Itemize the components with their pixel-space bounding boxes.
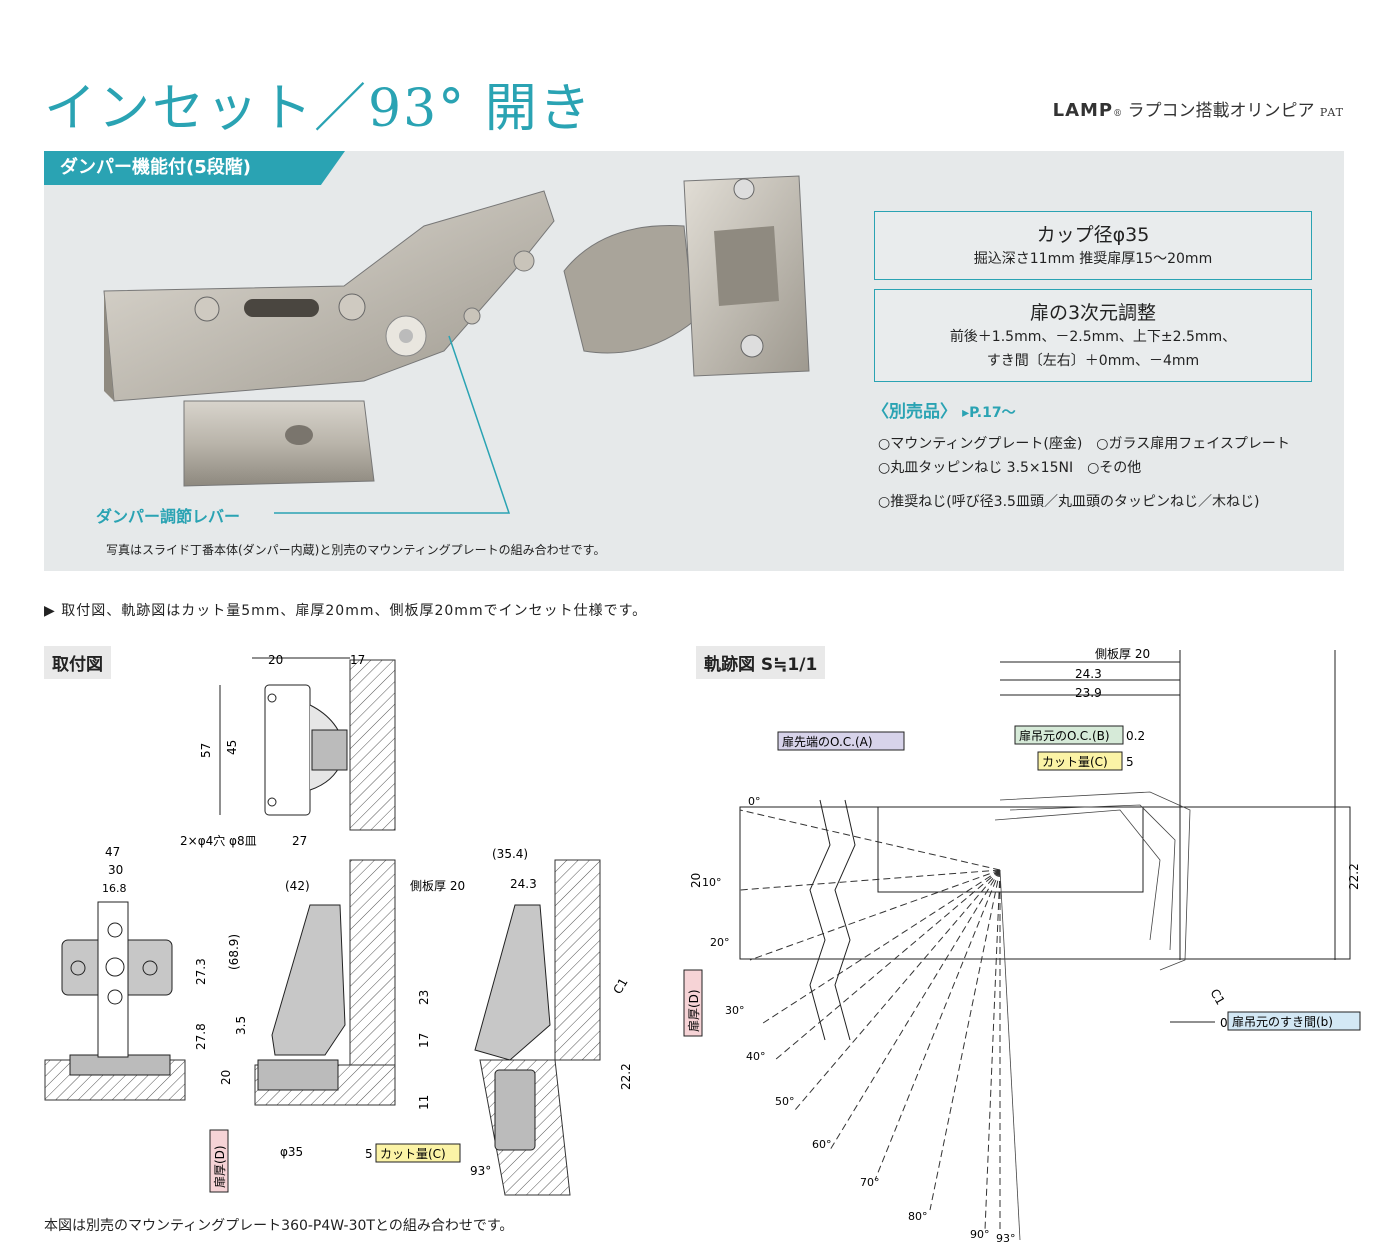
cut-label: カット量(C) — [380, 1147, 446, 1161]
angle-10: 10° — [702, 876, 722, 889]
dim-5: 5 — [365, 1147, 373, 1161]
angle-50: 50° — [775, 1095, 795, 1108]
dim-3-5: 3.5 — [234, 1016, 248, 1035]
dim-17: 17 — [350, 653, 365, 667]
trajectory-section-title: 軌跡図 S≒1/1 — [696, 646, 826, 679]
dim-16-8: 16.8 — [102, 882, 127, 895]
product-hero: ダンパー機能付(5段階) カップ径φ35 掘込深さ11mm 推奨扉厚15〜20m… — [44, 151, 1344, 571]
brand-text: ラプコン搭載オリンピア — [1127, 101, 1315, 121]
page-title: インセット／93° 開き — [44, 79, 593, 139]
spec-note: ▶ 取付図、軌跡図はカット量5mm、扉厚20mm、側板厚20mmでインセット仕様… — [44, 603, 648, 619]
gap-label: 扉吊元のすき間(b) — [1232, 1015, 1333, 1029]
dim-c1: C1 — [610, 976, 630, 997]
dim-27-8: 27.8 — [194, 1023, 208, 1050]
spec-adjust-line2: すき間〔左右〕＋0mm、－4mm — [986, 353, 1200, 369]
brand-line: LAMP® ラプコン搭載オリンピア PAT — [1052, 100, 1344, 121]
angle-80: 80° — [908, 1210, 928, 1223]
oc-a-label: 扉先端のO.C.(A) — [782, 735, 873, 749]
traj-door-label: 扉厚(D) — [687, 989, 701, 1032]
separate-label: 〈別売品〉 — [872, 402, 957, 422]
gap-value: 0 — [1220, 1016, 1228, 1030]
option-line-3: ○推奨ねじ(呼び径3.5皿頭／丸皿頭のタッピンねじ／木ねじ) — [878, 494, 1260, 510]
angle-70: 70° — [860, 1176, 880, 1189]
traj-c1: C1 — [1207, 987, 1227, 1008]
angle-60: 60° — [812, 1138, 832, 1151]
dim-57: 57 — [199, 743, 213, 758]
door-label: 扉厚(D) — [213, 1145, 227, 1188]
angle-0: 0° — [748, 795, 761, 808]
dim-93: 93° — [470, 1164, 491, 1178]
dim-24-3: 24.3 — [510, 877, 537, 891]
traj-cut-value: 5 — [1126, 755, 1134, 769]
dim-30: 30 — [108, 863, 123, 877]
damper-lever-label: ダンパー調節レバー — [96, 507, 241, 526]
separate-products: 〈別売品〉 ▸P.17〜 — [872, 397, 1016, 422]
traj-d20: 20 — [689, 873, 703, 888]
option-line-1: ○マウンティングプレート(座金) ○ガラス扉用フェイスプレート — [878, 436, 1290, 452]
spec-cup-heading: カップ径φ35 — [1036, 224, 1150, 246]
oc-b-value: 0.2 — [1126, 729, 1145, 743]
install-footnote: 本図は別売のマウンティングプレート360-P4W-30Tとの組み合わせです。 — [44, 1218, 514, 1234]
dim-47: 47 — [105, 845, 120, 859]
dim-27-3: 27.3 — [194, 958, 208, 985]
dim-45: 45 — [225, 740, 239, 755]
traj-23-9: 23.9 — [1075, 686, 1102, 700]
dim-20b: 20 — [219, 1070, 233, 1085]
dim-35-4: (35.4) — [492, 847, 528, 861]
hinge-photo — [103, 175, 810, 514]
dim-22-2: 22.2 — [619, 1063, 633, 1090]
spec-cup-box: カップ径φ35 掘込深さ11mm 推奨扉厚15〜20mm — [874, 211, 1312, 280]
dim-23: 23 — [417, 990, 431, 1005]
angle-30: 30° — [725, 1004, 745, 1017]
brand-pat: PAT — [1319, 106, 1344, 119]
dim-11: 11 — [417, 1095, 431, 1110]
angle-93: 93° — [996, 1232, 1016, 1245]
brand-logo: LAMP — [1052, 100, 1114, 121]
feature-ribbon: ダンパー機能付(5段階) — [44, 151, 345, 185]
dim-68-9: (68.9) — [227, 934, 241, 970]
spec-cup-text: 掘込深さ11mm 推奨扉厚15〜20mm — [973, 251, 1213, 267]
spec-adjust-heading: 扉の3次元調整 — [1029, 302, 1157, 324]
traj-22-2: 22.2 — [1347, 863, 1361, 890]
dim-phi35: φ35 — [280, 1145, 303, 1159]
dim-27: 27 — [292, 834, 307, 848]
angle-40: 40° — [746, 1050, 766, 1063]
install-drawing: 20 17 57 45 27 2×φ4穴 φ8皿 47 30 16.8 27.3… — [44, 653, 633, 1196]
dim-holes: 2×φ4穴 φ8皿 — [180, 833, 257, 848]
oc-b-label: 扉吊元のO.C.(B) — [1019, 729, 1110, 743]
traj-24-3: 24.3 — [1075, 667, 1102, 681]
photo-caption: 写真はスライド丁番本体(ダンパー内蔵)と別売のマウンティングプレートの組み合わせ… — [106, 543, 606, 557]
angle-90: 90° — [970, 1228, 990, 1241]
separate-page-link[interactable]: ▸P.17〜 — [962, 405, 1016, 421]
traj-side: 側板厚 20 — [1095, 647, 1150, 661]
spec-adjust-line1: 前後＋1.5mm、－2.5mm、上下±2.5mm、 — [949, 329, 1237, 345]
dim-17b: 17 — [417, 1033, 431, 1048]
dim-42: (42) — [285, 879, 310, 893]
spec-adjust-box: 扉の3次元調整 前後＋1.5mm、－2.5mm、上下±2.5mm、 すき間〔左右… — [874, 289, 1312, 382]
install-section-title: 取付図 — [44, 646, 111, 679]
option-line-2: ○丸皿タッピンねじ 3.5×15NI ○その他 — [878, 460, 1142, 476]
dim-side-1: 側板厚 20 — [410, 879, 465, 893]
dim-20: 20 — [268, 653, 283, 667]
trajectory-drawing: 側板厚 20 24.3 23.9 扉先端のO.C.(A) 扉吊元のO.C.(B)… — [683, 647, 1361, 1245]
angle-20: 20° — [710, 936, 730, 949]
traj-cut-label: カット量(C) — [1042, 755, 1108, 769]
